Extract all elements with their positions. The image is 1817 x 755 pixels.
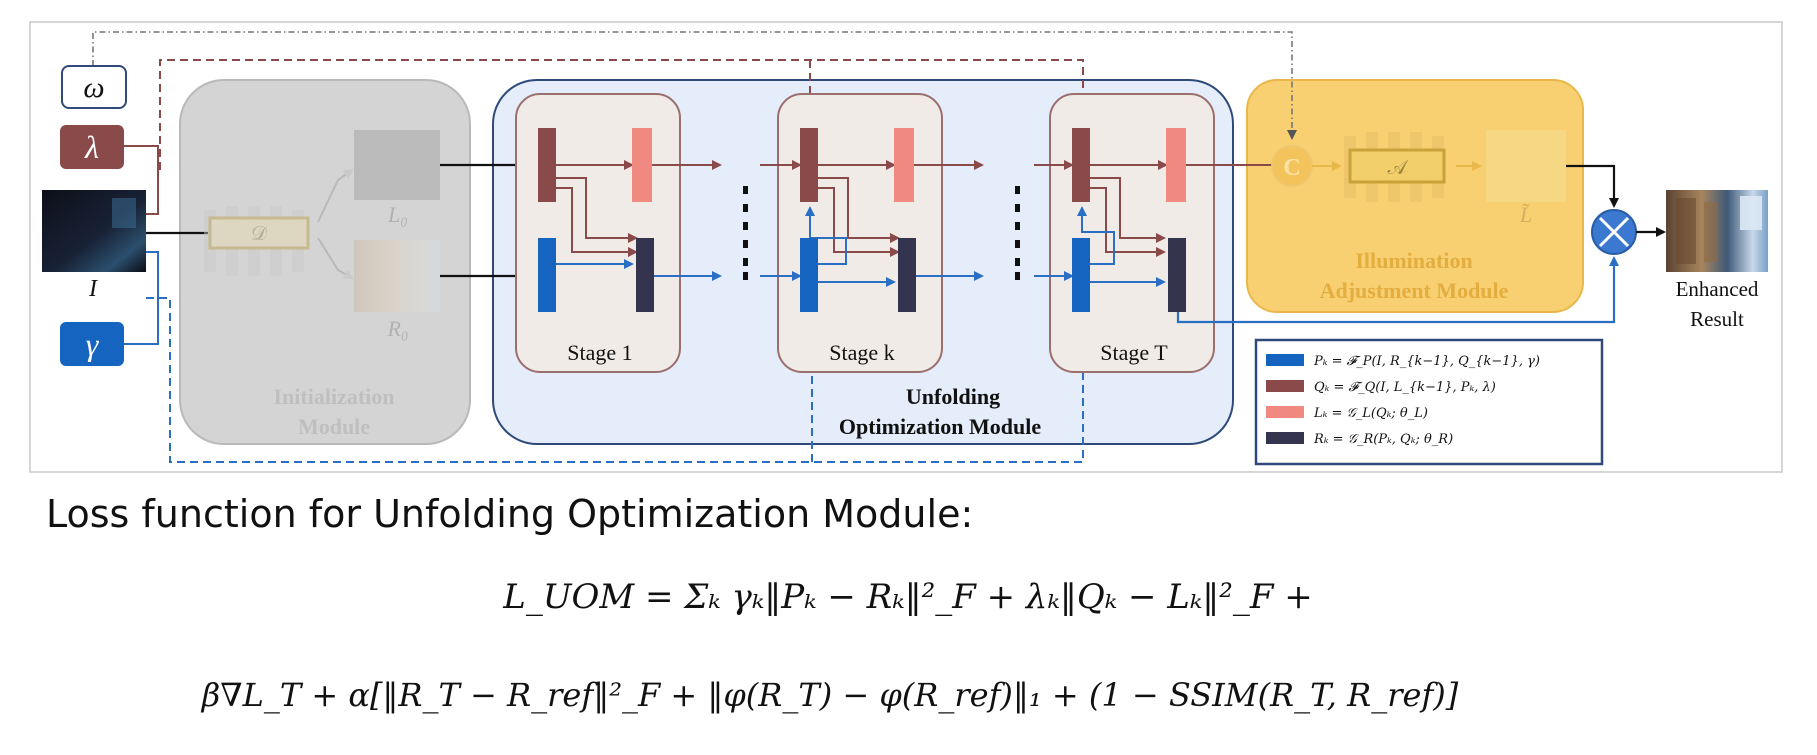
illum-operator: 𝒜 — [1388, 155, 1409, 179]
init-network-block: 𝒟 — [204, 206, 310, 276]
stage-k-internals — [800, 128, 984, 312]
legend-item: Qₖ = 𝓕_Q(I, L_{k−1}, Pₖ, λ) — [1266, 380, 1496, 395]
stage-1-label: Stage 1 — [567, 340, 632, 365]
stage-1-q-block — [538, 128, 556, 202]
l-tilde-image — [1486, 130, 1566, 202]
legend-swatch-q — [1266, 380, 1304, 392]
stage-1-l-block — [632, 128, 652, 202]
l-tilde-label: L̃ — [1519, 202, 1532, 227]
illumination-content: C 𝒜 L̃ Illumination Adjustment Module — [1271, 130, 1566, 303]
legend-text-l: Lₖ = 𝒢_L(Qₖ; θ_L) — [1313, 406, 1428, 421]
legend-swatch-p — [1266, 354, 1304, 366]
unfolding-module-title-2: Optimization Module — [839, 414, 1042, 439]
gamma-dashed-line — [146, 297, 1088, 463]
stage-t-r-block — [1168, 238, 1186, 312]
legend-text-p: Pₖ = 𝓕_P(I, R_{k−1}, Q_{k−1}, γ) — [1313, 354, 1540, 369]
lambda-symbol: λ — [84, 129, 99, 165]
loss-equation-line-2: β∇L_T + α[‖R_T − R_ref‖²_F + ‖φ(R_T) − φ… — [201, 676, 1459, 714]
legend-item: Rₖ = 𝒢_R(Pₖ, Qₖ; θ_R) — [1266, 432, 1453, 447]
r0-image — [354, 240, 440, 312]
l0-image — [354, 130, 440, 200]
illum-operator-box — [1348, 148, 1446, 184]
r0-label: R₀ — [386, 316, 408, 341]
input-image-label: I — [88, 276, 98, 302]
gamma-box — [60, 322, 124, 366]
input-image-window — [112, 198, 136, 228]
lambda-box — [60, 125, 124, 169]
unfolding-module-title-1: Unfolding — [906, 384, 1000, 409]
legend-swatch-l — [1266, 406, 1304, 418]
init-module-title-1: Initialization — [273, 384, 394, 409]
loss-equation-line-1: L_UOM = Σₖ γₖ‖Pₖ − Rₖ‖²_F + λₖ‖Qₖ − Lₖ‖²… — [502, 577, 1313, 617]
stage-t-l-block — [1166, 128, 1186, 202]
legend-text-r: Rₖ = 𝒢_R(Pₖ, Qₖ; θ_R) — [1313, 432, 1453, 447]
initialization-content: 𝒟 L₀ R₀ — [204, 130, 440, 341]
init-operator: 𝒟 — [251, 221, 267, 245]
init-to-r0-arrow — [317, 237, 354, 279]
stage-1-r-block — [636, 238, 654, 312]
illum-module-title-2: Adjustment Module — [1320, 278, 1509, 303]
stage-t-q-block — [1072, 128, 1090, 202]
concat-label: C — [1283, 155, 1300, 181]
legend-box — [1254, 338, 1604, 466]
init-module-title-2: Module — [298, 414, 370, 439]
stage-t-internals — [1072, 128, 1619, 324]
gamma-connector — [124, 251, 159, 345]
stage-k-q-block — [800, 128, 818, 202]
output-label-2: Result — [1690, 307, 1744, 331]
stage-k-r-block — [898, 238, 916, 312]
l0-label: L₀ — [387, 202, 408, 227]
stage-t-p-block — [1072, 238, 1090, 312]
legend-swatch-r — [1266, 432, 1304, 444]
illum-module-title-1: Illumination — [1355, 248, 1472, 273]
output-label-1: Enhanced — [1676, 277, 1759, 301]
legend-item: Pₖ = 𝓕_P(I, R_{k−1}, Q_{k−1}, γ) — [1266, 354, 1540, 369]
initialization-module-box — [179, 79, 471, 445]
stage-k-label: Stage k — [829, 340, 894, 365]
ellipsis-2 — [1015, 186, 1020, 280]
legend-item: Lₖ = 𝒢_L(Qₖ; θ_L) — [1266, 406, 1428, 421]
stage-k-p-block — [800, 238, 818, 312]
stage-1-p-block — [538, 238, 556, 312]
stage-t-label: Stage T — [1100, 340, 1168, 365]
omega-connection-line — [92, 31, 1297, 140]
omega-symbol: ω — [83, 71, 104, 104]
stage-1-internals — [538, 128, 722, 312]
init-to-l0-arrow — [317, 168, 354, 223]
lambda-connector — [124, 145, 159, 215]
ellipsis-1 — [743, 186, 748, 280]
gamma-symbol: γ — [86, 326, 100, 362]
omega-box — [61, 65, 127, 109]
l-tilde-to-multiply-arrow — [1566, 164, 1619, 208]
loss-title: Loss function for Unfolding Optimization… — [46, 492, 974, 536]
stage-k-l-block — [894, 128, 914, 202]
legend-text-q: Qₖ = 𝓕_Q(I, L_{k−1}, Pₖ, λ) — [1314, 380, 1496, 395]
